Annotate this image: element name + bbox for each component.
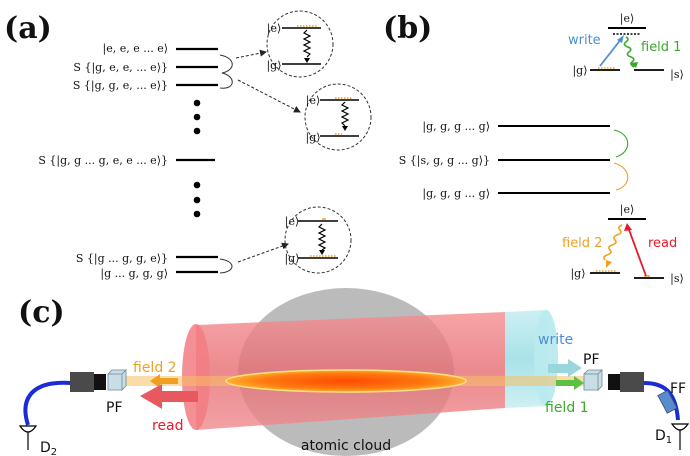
read-c-label: read [152, 418, 184, 434]
right-coupler [620, 372, 644, 392]
left-pf-label: PF [106, 400, 123, 416]
inset1-e-label: |e⟩ [267, 22, 282, 36]
left-optics: PF D2 [18, 369, 127, 456]
coupling-curl-bottom [219, 258, 233, 274]
field1-label: field 1 [641, 40, 681, 55]
state-gggg-label: |g ... g, g, g⟩ [100, 267, 168, 281]
inset2-g-label: |g⟩ [305, 131, 320, 145]
b-e-top-label: |e⟩ [620, 12, 635, 26]
b-g-bottom-label: |g⟩ [570, 267, 585, 281]
panel-a-levels [176, 47, 218, 274]
excitation-core [225, 369, 467, 393]
write-c-label: write [538, 332, 573, 348]
pointer-inset-2 [237, 79, 301, 113]
field1-curl [613, 129, 629, 158]
b-state-bot: |g, g, g ... g⟩ [422, 187, 490, 201]
panel-c-label: (c) [18, 295, 65, 330]
lambda-read-system: |e⟩ |g⟩ |s⟩ field 2 read [562, 203, 684, 286]
read-c-arrow [140, 384, 198, 409]
ff-label: FF [670, 381, 686, 397]
panel-b-collective-states: |g, g, g ... g⟩ S {|s, g, g ... g⟩} |g, … [399, 120, 629, 201]
b-e-bottom-label: |e⟩ [620, 203, 635, 217]
b-state-top: |g, g, g ... g⟩ [422, 120, 490, 134]
b-s-top-label: |s⟩ [670, 68, 684, 82]
ellipsis-dots-upper [193, 99, 201, 135]
state-geee-label: S {|g, e, e, ... e⟩} [73, 61, 168, 75]
inset3-g-label: |g⟩ [284, 252, 299, 266]
field2-c-label: field 2 [133, 360, 177, 376]
read-b-label: read [648, 236, 677, 251]
state-ggge-label: S {|g ... g, g, e⟩} [76, 252, 168, 266]
d1-label: D1 [655, 428, 672, 446]
write-arrow [599, 37, 623, 67]
coupling-curl-top [219, 54, 233, 89]
state-middle-label: S {|g, g ... g, e, e ... e⟩} [38, 154, 168, 168]
inset2-e-label: |e⟩ [306, 94, 321, 108]
panel-b-label: (b) [383, 11, 432, 46]
detector-d2 [18, 425, 38, 433]
state-ggee-label: S {|g, g, e, ... e⟩} [73, 79, 168, 93]
left-coupler [70, 372, 94, 392]
field1-c-label: field 1 [545, 400, 589, 416]
field1-c-arrow [556, 376, 584, 390]
inset-circle-1: |e⟩ |g⟩ [266, 10, 334, 78]
right-optics: PF FF D1 [583, 352, 690, 450]
detector-d1 [670, 423, 690, 431]
field2-b-label: field 2 [562, 236, 602, 251]
left-fiber [23, 380, 73, 426]
b-state-mid: S {|s, g, g ... g⟩} [399, 154, 490, 168]
left-pf-cube [107, 369, 127, 391]
inset-circle-3: |e⟩ |g⟩ [284, 206, 352, 274]
inset1-g-label: |g⟩ [266, 59, 281, 73]
write-label: write [568, 33, 601, 48]
lambda-write-system: |e⟩ |g⟩ |s⟩ write field 1 [568, 12, 684, 82]
write-beam [505, 310, 558, 408]
panel-a-label: (a) [4, 11, 52, 46]
read-arrow [627, 226, 647, 277]
ff-filter [657, 389, 678, 414]
pointer-inset-3 [237, 242, 289, 263]
field2-wavy-arrow [603, 224, 623, 261]
right-pf-label: PF [583, 352, 600, 368]
right-fiber [643, 381, 680, 421]
field2-curl [613, 162, 629, 191]
pointer-inset-1 [235, 49, 267, 59]
field2-arrow [150, 374, 178, 388]
field1-wavy-arrow [623, 36, 635, 68]
b-g-top-label: |g⟩ [572, 64, 587, 78]
ellipsis-dots-lower [193, 181, 201, 218]
atomic-cloud-label: atomic cloud [301, 438, 391, 454]
inset-circle-2: |e⟩ |g⟩ [304, 83, 372, 151]
right-pf-cube [583, 369, 603, 391]
inset3-e-label: |e⟩ [285, 215, 300, 229]
b-s-bottom-label: |s⟩ [670, 272, 684, 286]
state-eee-label: |e, e, e ... e⟩ [102, 42, 168, 56]
d2-label: D2 [40, 440, 57, 456]
write-c-arrow [548, 359, 582, 377]
